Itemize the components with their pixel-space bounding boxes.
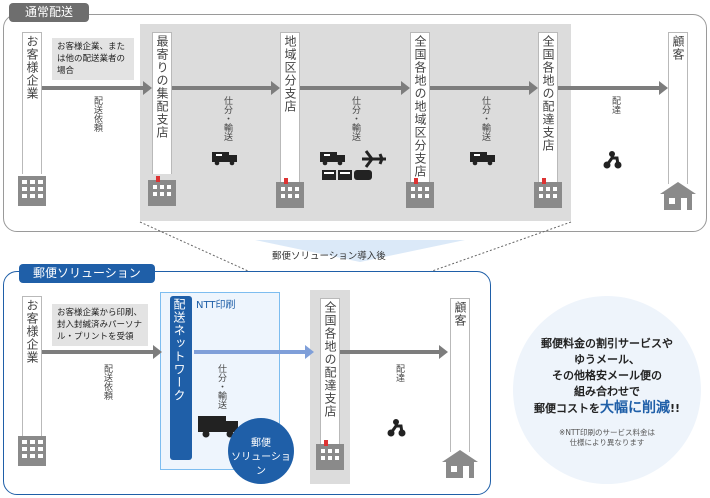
column-label: 最寄りの集配支店: [155, 35, 169, 139]
airplane-icon: [362, 150, 386, 168]
promo-text-part: 郵便コストを: [533, 402, 600, 415]
promo-line: 郵便料金の割引サービスや: [541, 337, 673, 350]
train-icon: [322, 170, 372, 180]
sort-transport-label: 仕分・輸送: [350, 96, 360, 141]
regional-branch-column: 地域区分支店: [280, 32, 300, 182]
customer-company-column: お客様企業: [22, 32, 42, 174]
request-label: 配送依頼: [102, 364, 112, 400]
normal-delivery-tag: 通常配送: [9, 3, 90, 22]
promo-text: 郵便料金の割引サービスや ゆうメール、 その他格安メール便の 組み合わせで 郵便…: [513, 336, 701, 417]
truck-icon: [198, 416, 238, 438]
column-label: お客様企業: [25, 35, 39, 100]
bottom-customer-note: お客様企業から印刷、封入封緘済みパーソナル・プリントを受領: [52, 304, 148, 346]
promo-line: 組み合わせで: [574, 385, 640, 398]
post-office-icon: [406, 178, 434, 208]
badge-line: ソリューション: [231, 452, 291, 477]
promo-note-line: ※NTT印刷のサービス料金は: [559, 428, 655, 437]
post-office-icon: [148, 176, 176, 206]
postal-network-band: [140, 24, 571, 221]
arrow: [300, 81, 410, 95]
building-icon: [18, 176, 46, 206]
column-label: 全国各地の地域区分支店: [413, 35, 427, 178]
house-icon: [442, 450, 478, 478]
truck-icon: [212, 152, 237, 166]
column-label: 顧客: [453, 301, 467, 327]
sort-transport-label: 仕分・輸送: [216, 364, 226, 409]
badge-line: 郵便: [251, 438, 271, 449]
column-label: お客様企業: [25, 299, 39, 364]
arrow: [430, 81, 538, 95]
arrow: [42, 345, 162, 359]
delivery-label: 配達: [394, 364, 404, 382]
promo-line: その他格安メール便の: [552, 369, 662, 382]
promo-circle: [513, 296, 701, 484]
promo-line: ゆうメール、: [574, 353, 640, 366]
house-icon: [660, 182, 696, 210]
arrow: [340, 345, 448, 359]
column-label: 全国各地の配達支店: [541, 35, 555, 152]
nationwide-delivery-branch-column: 全国各地の配達支店: [538, 32, 558, 182]
promo-note: ※NTT印刷のサービス料金は 仕様により異なります: [513, 428, 701, 448]
ntt-printing-label: NTT印刷: [196, 300, 236, 311]
client-column: 顧客: [668, 32, 688, 184]
sort-transport-label: 仕分・輸送: [480, 96, 490, 141]
arrow: [194, 345, 314, 359]
truck-icon: [320, 152, 345, 166]
nearest-branch-column: 最寄りの集配支店: [152, 32, 172, 174]
after-introduction-label: 郵便ソリューション導入後: [272, 251, 386, 262]
column-label: 全国各地の配達支店: [323, 301, 337, 418]
request-label: 配送依頼: [92, 96, 102, 132]
truck-icon: [470, 152, 495, 166]
delivery-network-column: 配送ネットワーク: [170, 296, 192, 460]
arrow: [558, 81, 668, 95]
arrow: [42, 81, 152, 95]
post-office-icon: [316, 440, 344, 470]
nationwide-delivery-branch-column: 全国各地の配達支店: [320, 298, 340, 448]
post-office-icon: [276, 178, 304, 208]
sort-transport-label: 仕分・輸送: [222, 96, 232, 141]
client-column: 顧客: [450, 298, 470, 452]
post-office-icon: [534, 178, 562, 208]
customer-company-column: お客様企業: [22, 296, 42, 436]
column-label: 顧客: [671, 35, 685, 61]
nationwide-regional-branch-column: 全国各地の地域区分支店: [410, 32, 430, 182]
postal-solution-tag: 郵便ソリューション: [19, 264, 155, 283]
postal-solution-badge: 郵便 ソリューション: [228, 418, 294, 484]
promo-note-line: 仕様により異なります: [569, 438, 645, 447]
column-label: 地域区分支店: [283, 35, 297, 113]
scooter-icon: [387, 419, 406, 437]
building-icon: [18, 436, 46, 466]
top-customer-note: お客様企業、または他の配送業者の場合: [52, 38, 134, 80]
promo-highlight: 大幅に削減: [599, 400, 670, 416]
promo-text-part: !!: [669, 402, 681, 415]
promo-line: 郵便コストを大幅に削減!!: [513, 400, 701, 417]
scooter-icon: [603, 151, 622, 169]
arrow: [172, 81, 280, 95]
delivery-label: 配達: [610, 96, 620, 114]
column-label: 配送ネットワーク: [172, 298, 186, 402]
